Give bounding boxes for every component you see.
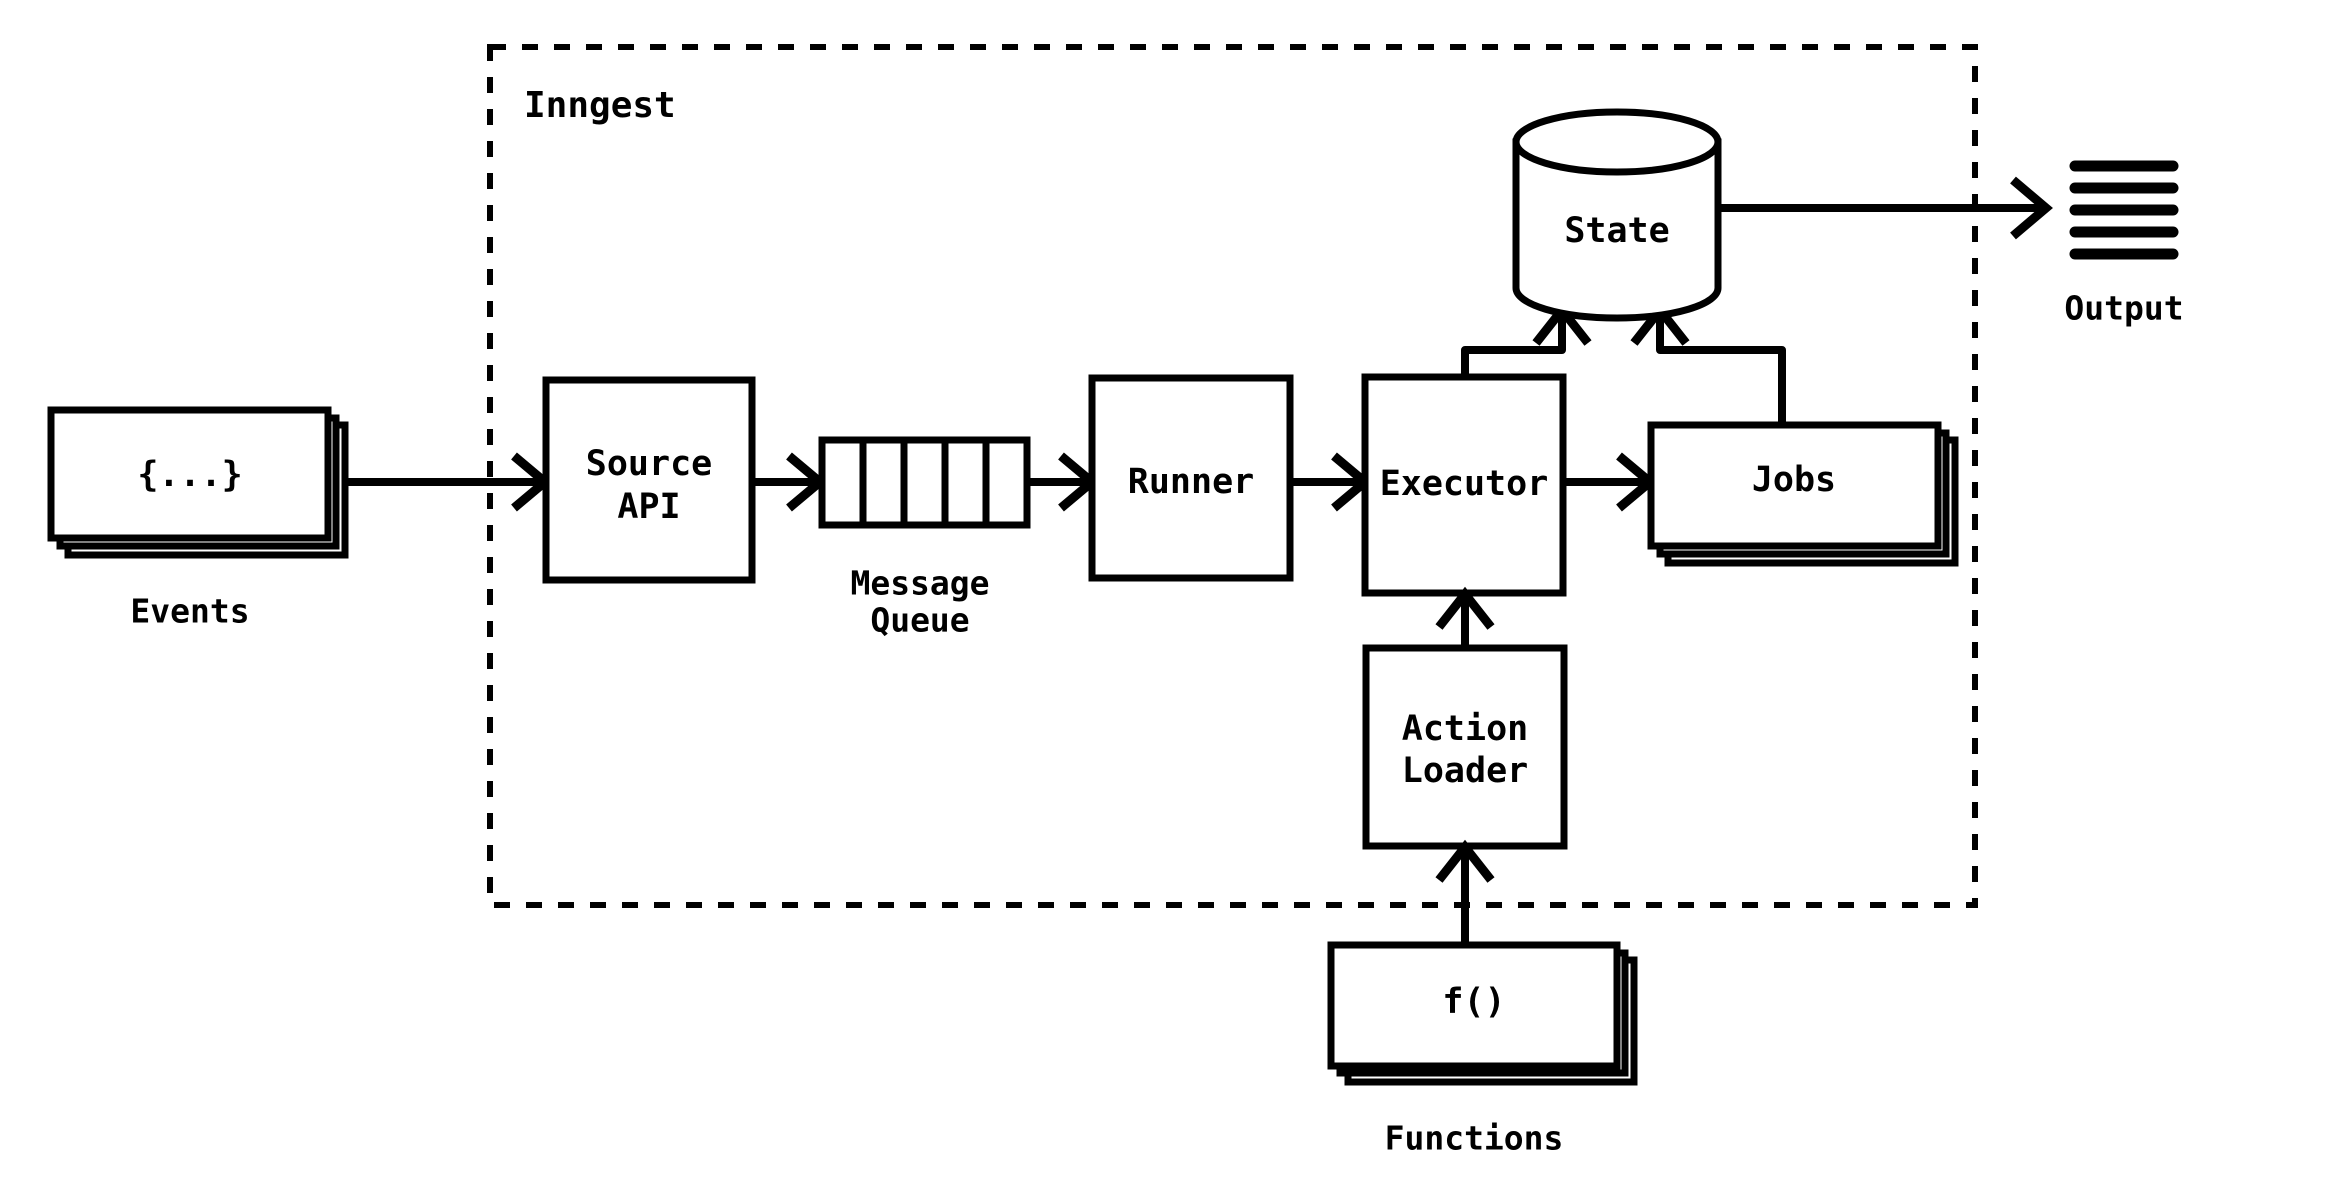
functions-node[interactable]: f() Functions <box>1327 941 1638 1158</box>
action-loader-node[interactable]: Action Loader <box>1362 644 1568 850</box>
inngest-container-title: Inngest <box>524 85 676 126</box>
jobs-label: Jobs <box>1752 460 1836 500</box>
message-queue-node[interactable]: Message Queue <box>818 436 1031 640</box>
edge-state-output-arrowhead <box>2010 176 2053 240</box>
edge-executor-state-line <box>1461 315 1566 377</box>
functions-card-front <box>1327 941 1621 1070</box>
edge-source-api-to-queue <box>752 452 828 512</box>
runner-label: Runner <box>1128 462 1254 502</box>
source-api-label-line1: Source <box>586 444 712 484</box>
edge-queue-to-runner <box>1027 452 1100 512</box>
edge-executor-to-jobs <box>1563 452 1658 512</box>
message-queue-box <box>818 436 1031 529</box>
edge-functions-arrowhead <box>1435 839 1495 883</box>
jobs-card-front <box>1647 421 1942 550</box>
output-node[interactable]: Output <box>2064 160 2184 328</box>
runner-node[interactable]: Runner <box>1088 374 1294 582</box>
edge-jobs-to-state <box>1630 302 1786 425</box>
output-caption: Output <box>2064 289 2183 328</box>
state-node[interactable]: State <box>1512 108 1722 322</box>
events-node[interactable]: {...} Events <box>47 406 349 631</box>
executor-node[interactable]: Executor <box>1361 373 1567 597</box>
runner-box <box>1088 374 1294 582</box>
inngest-container: Inngest <box>487 44 1978 908</box>
edge-executor-to-state <box>1461 302 1592 377</box>
events-label: {...} <box>137 455 242 495</box>
jobs-node[interactable]: Jobs <box>1647 421 1959 567</box>
edge-action-loader-to-executor <box>1435 586 1495 650</box>
message-queue-caption-line1: Message <box>850 564 989 603</box>
action-loader-label-line1: Action <box>1402 709 1528 749</box>
state-cylinder-body <box>1512 138 1722 322</box>
events-card-front <box>47 406 332 542</box>
edge-action-loader-arrowhead <box>1435 586 1495 630</box>
events-caption: Events <box>130 592 249 631</box>
edge-events-to-source-api <box>345 452 553 512</box>
source-api-label-line2: API <box>617 487 680 527</box>
state-label: State <box>1564 211 1669 251</box>
functions-caption: Functions <box>1385 1119 1564 1158</box>
edge-state-to-output <box>1718 176 2053 240</box>
functions-label: f() <box>1442 982 1505 1022</box>
action-loader-label-line2: Loader <box>1402 751 1528 791</box>
edge-functions-to-action-loader <box>1435 839 1495 946</box>
edge-jobs-state-line <box>1656 315 1786 425</box>
state-cylinder-top <box>1512 108 1722 176</box>
message-queue-caption-line2: Queue <box>870 601 969 640</box>
source-api-node[interactable]: Source API <box>542 376 756 584</box>
executor-label: Executor <box>1380 464 1549 504</box>
source-api-box <box>542 376 756 584</box>
edge-runner-to-executor <box>1290 452 1373 512</box>
inngest-container-border <box>487 44 1978 908</box>
